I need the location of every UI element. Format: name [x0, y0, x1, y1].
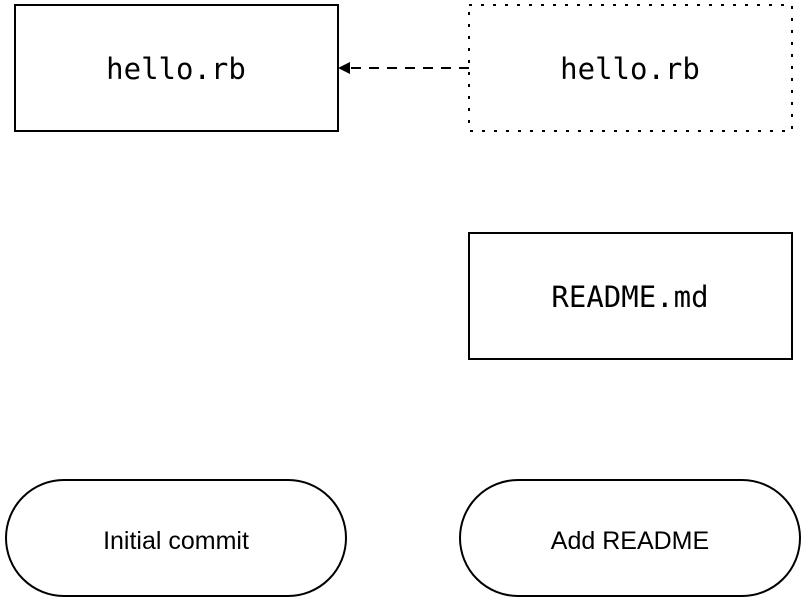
file-label-readme-md: README.md	[551, 280, 708, 314]
file-label-hello-rb-initial: hello.rb	[106, 52, 246, 86]
file-node-hello-rb-initial: hello.rb	[14, 4, 339, 132]
commit-node-initial: Initial commit	[5, 479, 347, 597]
commit-label-add-readme: Add README	[551, 527, 709, 555]
commit-node-add-readme: Add README	[459, 479, 801, 597]
file-node-hello-rb-reference: hello.rb	[468, 4, 793, 132]
commit-label-initial: Initial commit	[103, 527, 249, 555]
file-label-hello-rb-reference: hello.rb	[560, 52, 700, 86]
file-node-readme-md: README.md	[468, 232, 793, 360]
